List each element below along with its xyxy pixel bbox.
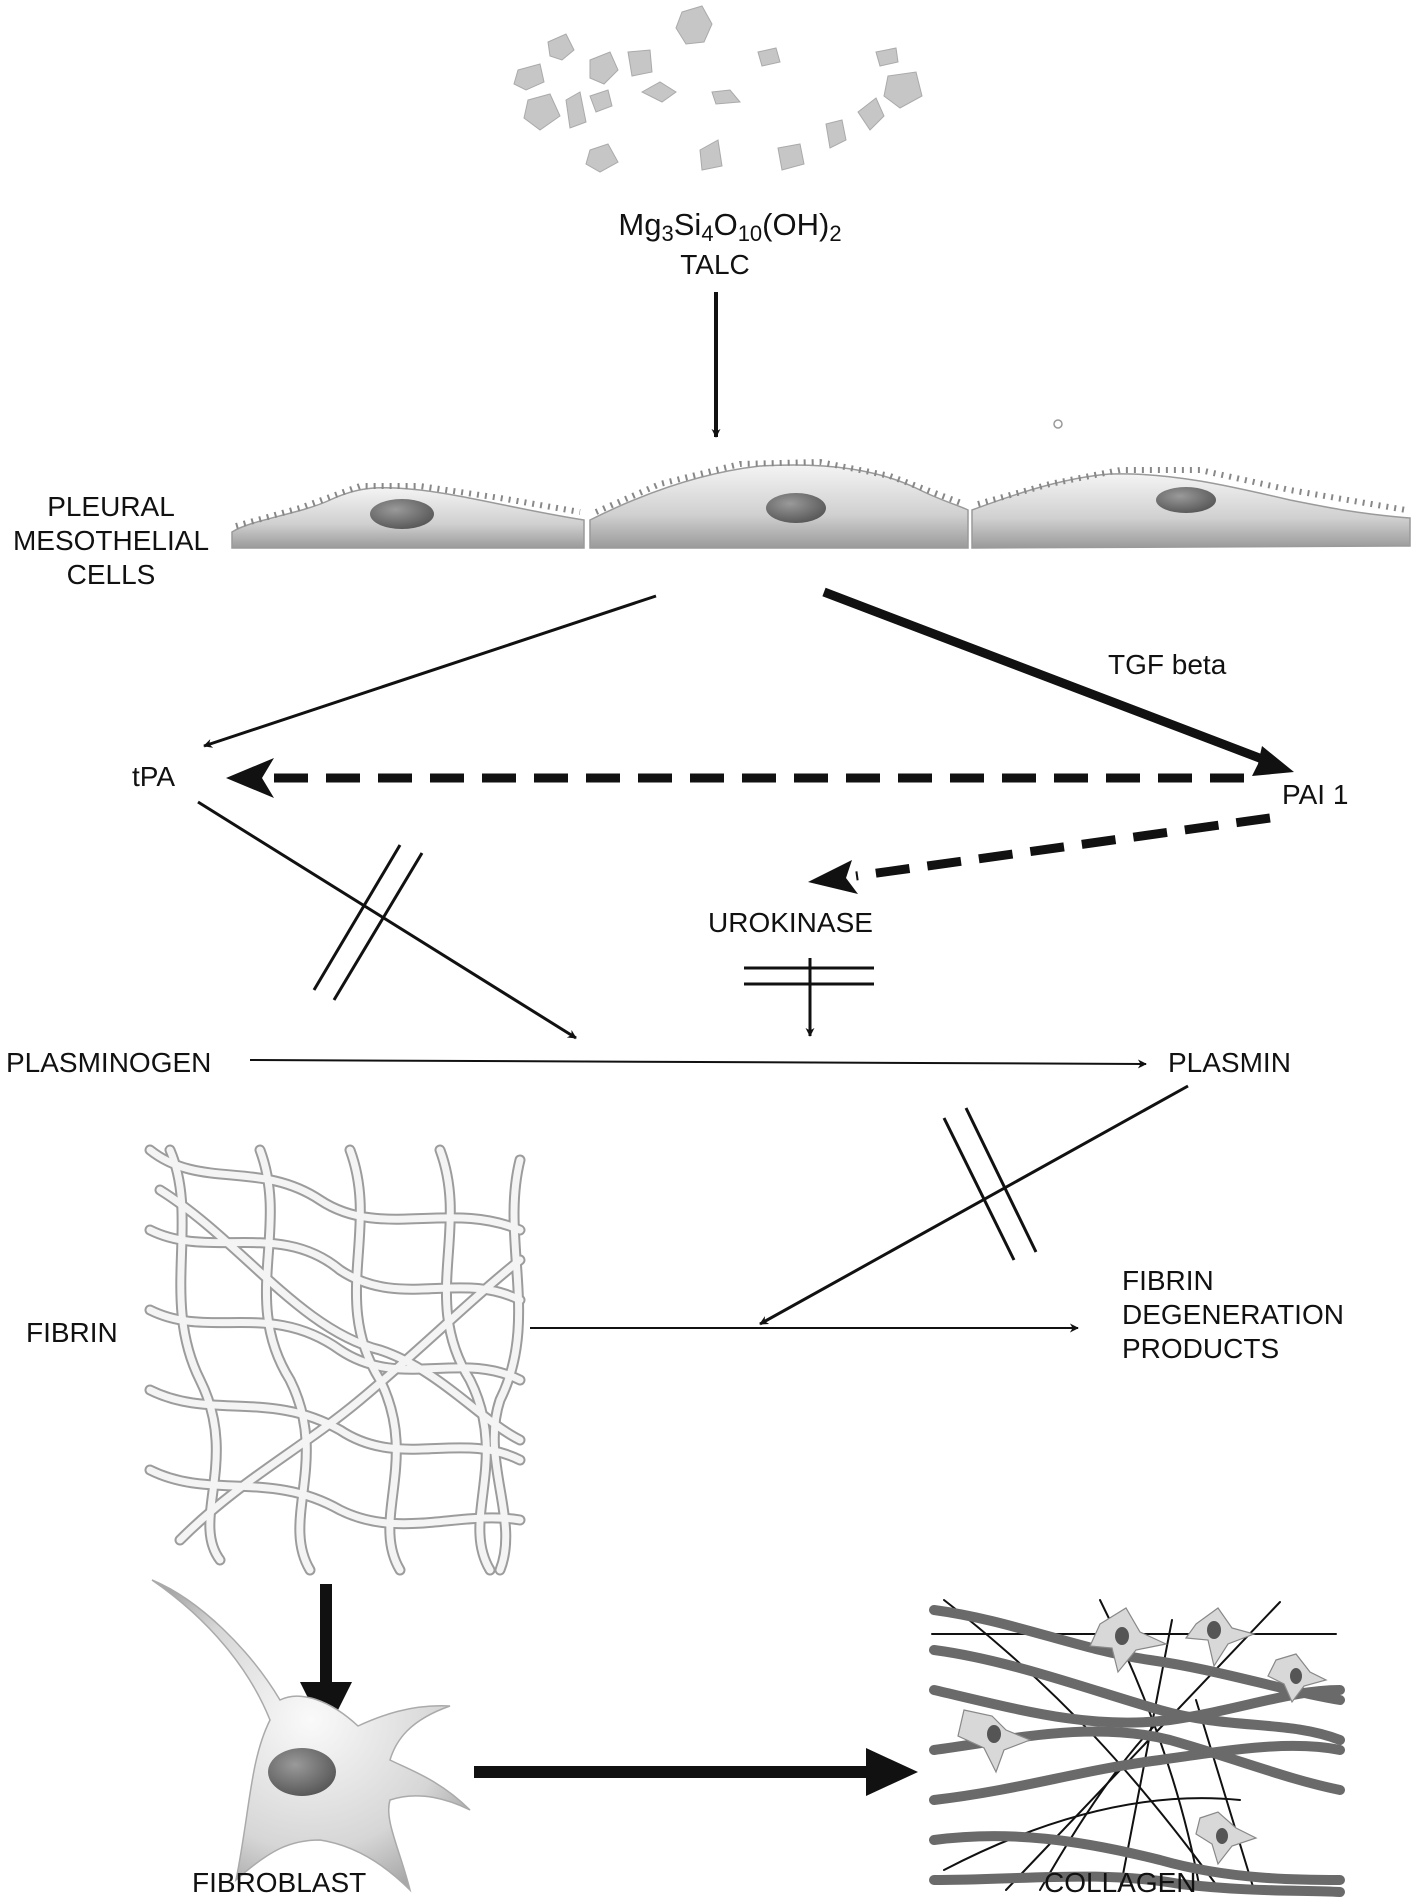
fibrin-degeneration-products-label: FIBRIN DEGENERATION PRODUCTS	[1122, 1265, 1344, 1364]
cells-to-tpa-arrow	[203, 594, 657, 748]
plasmin-label: PLASMIN	[1168, 1047, 1291, 1078]
plasminogen-to-plasmin-arrow	[249, 1059, 1147, 1069]
pai1-label: PAI 1	[1282, 779, 1349, 810]
talc-label: TALC	[680, 249, 750, 280]
fibroblast-to-collagen-arrow	[474, 1748, 918, 1796]
urokinase-label: UROKINASE	[708, 907, 873, 938]
mesothelial-cell-1	[231, 483, 585, 549]
pai1-to-tpa-dashed-arrow	[226, 758, 1244, 798]
pleural-mesothelial-cells-label: PLEURAL MESOTHELIAL CELLS	[12, 491, 210, 590]
talc-particles	[513, 5, 923, 173]
urokinase-inhibition-bars	[744, 966, 874, 986]
collagen-label: COLLAGEN	[1044, 1867, 1197, 1898]
plasminogen-label: PLASMINOGEN	[6, 1047, 212, 1078]
fibrin-mesh	[144, 1144, 526, 1576]
mesothelial-cells	[231, 419, 1411, 549]
fibroblast-cell	[151, 1579, 471, 1893]
pai1-to-urokinase-dashed-arrow	[808, 813, 1271, 894]
plasmin-inhibition-bars	[942, 1107, 1038, 1261]
cells-to-pai1-arrow	[822, 587, 1294, 776]
fibroblast-label: FIBROBLAST	[192, 1867, 367, 1898]
tgf-beta-label: TGF beta	[1108, 649, 1227, 680]
tpa-label: tPA	[132, 761, 176, 792]
talc-formula: Mg3Si4O10(OH)2	[618, 207, 842, 246]
plasmin-to-fibrin-arrow	[759, 1084, 1189, 1326]
tpa-inhibition-bars	[312, 844, 424, 1001]
collagen-mesh	[929, 1599, 1345, 1897]
mesothelial-cell-3	[971, 467, 1411, 549]
tpa-to-plasmin-arrow	[197, 800, 577, 1040]
fibrin-label: FIBRIN	[26, 1317, 118, 1348]
mesothelial-cell-2	[589, 458, 969, 549]
small-circle	[1053, 419, 1063, 429]
